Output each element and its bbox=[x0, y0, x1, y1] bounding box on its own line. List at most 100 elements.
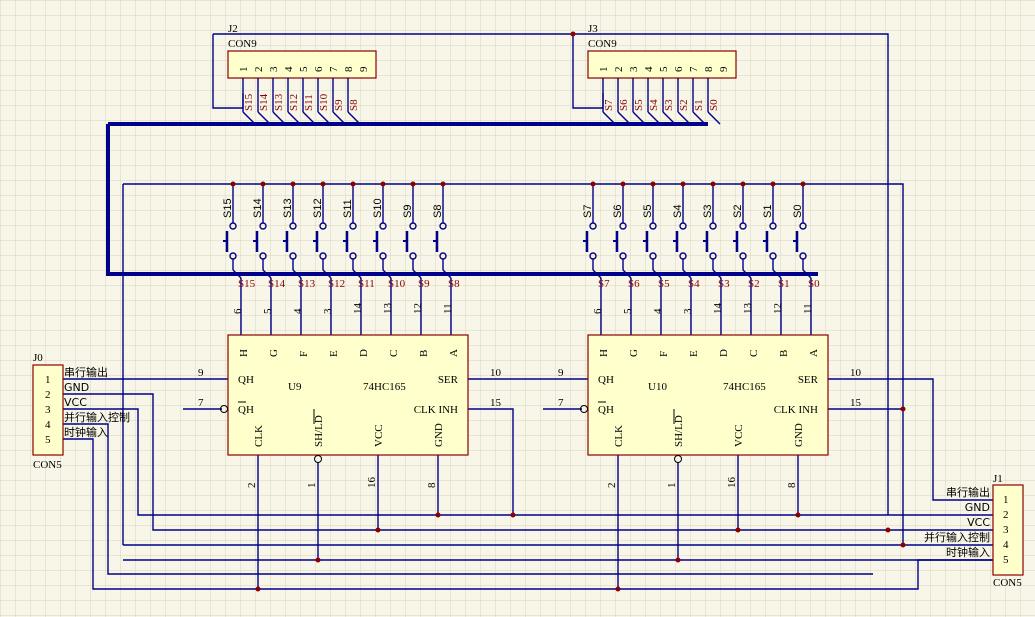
bus-entry bbox=[602, 111, 616, 125]
bus-entry bbox=[692, 111, 706, 125]
bus-entry bbox=[647, 111, 661, 125]
connector-type: CON9 bbox=[228, 38, 257, 50]
connector-pin-number: 4 bbox=[283, 66, 295, 72]
connector-pin-number: 6 bbox=[673, 66, 685, 72]
chip-pin-number: 14 bbox=[712, 303, 724, 315]
bus-entry bbox=[677, 111, 691, 125]
chip-part: 74HC165 bbox=[363, 381, 406, 393]
switch-label: S10 bbox=[372, 198, 384, 218]
chip-pin-name: C bbox=[388, 350, 400, 357]
chip-pin-ser: SER bbox=[438, 374, 459, 386]
connector-pin-number: 4 bbox=[1003, 539, 1009, 551]
connector-type: CON9 bbox=[588, 38, 617, 50]
switch-net-label: S13 bbox=[298, 278, 316, 290]
switch-label: S4 bbox=[672, 205, 684, 218]
connector-signal-label: 并行输入控制 bbox=[924, 530, 990, 544]
switch-net-label: S8 bbox=[448, 278, 460, 290]
junction-dot bbox=[590, 181, 596, 187]
connector-pin-number: 4 bbox=[45, 419, 51, 431]
chip-pin-number-bottom: 1 bbox=[666, 483, 678, 489]
switch-label: S8 bbox=[432, 205, 444, 218]
junction-dot bbox=[620, 181, 626, 187]
connector-pin-number: 3 bbox=[268, 66, 280, 72]
connector-pin-number: 3 bbox=[628, 66, 640, 72]
connector-pin-number: 4 bbox=[643, 66, 655, 72]
chip-pin-number-clk-inh: 15 bbox=[490, 397, 502, 409]
connector-pin-number: 2 bbox=[613, 67, 625, 73]
chip-pin-number: 11 bbox=[802, 303, 814, 314]
junction-dot bbox=[440, 181, 446, 187]
switch-net-label: S4 bbox=[688, 278, 700, 290]
junction-dot bbox=[290, 181, 296, 187]
switch-label: S5 bbox=[642, 205, 654, 218]
chip-pin-number-qh-bar: 7 bbox=[558, 397, 564, 409]
junction-dot bbox=[680, 181, 686, 187]
connector-signal-label: GND bbox=[965, 501, 990, 514]
connector-net-label: S1 bbox=[693, 99, 705, 111]
chip-body bbox=[227, 334, 469, 456]
connector-pin-number: 6 bbox=[313, 66, 325, 72]
chip-pin-number: 5 bbox=[622, 308, 634, 314]
connector-net-label: S5 bbox=[633, 99, 645, 111]
chip-pin-name: E bbox=[328, 350, 340, 357]
chip-pin-number: 6 bbox=[232, 308, 244, 314]
connector-pin-number: 7 bbox=[328, 66, 340, 72]
chip-pin-name: A bbox=[448, 349, 460, 357]
chip-ref: U10 bbox=[648, 381, 667, 393]
connector-ref: J2 bbox=[228, 23, 238, 35]
switch-net-label: S2 bbox=[748, 278, 760, 290]
connector-pin-number: 1 bbox=[45, 374, 51, 386]
chip-pin-number: 14 bbox=[352, 303, 364, 315]
connector-pin-number: 7 bbox=[688, 66, 700, 72]
chip-pin-number-bottom: 16 bbox=[726, 477, 738, 489]
chip-pin-name: E bbox=[688, 350, 700, 357]
switch-net-label: S1 bbox=[778, 278, 790, 290]
chip-pin-bottom: CLK bbox=[253, 425, 265, 447]
connector-body bbox=[32, 364, 64, 456]
connector-body bbox=[587, 50, 737, 79]
chip-pin-name: F bbox=[298, 351, 310, 357]
bus-entry bbox=[617, 111, 631, 125]
junction-dot bbox=[710, 181, 716, 187]
bus-entry bbox=[347, 111, 361, 125]
connector-net-label: S3 bbox=[663, 99, 675, 111]
chip-pin-name: G bbox=[628, 349, 640, 357]
connector-pin-number: 1 bbox=[598, 67, 610, 73]
connector-pin-number: 8 bbox=[703, 66, 715, 72]
connector-ref: J0 bbox=[33, 352, 43, 364]
connector-net-label: S4 bbox=[648, 99, 660, 111]
chip-pin-name: B bbox=[418, 350, 430, 357]
bus-lines bbox=[106, 122, 818, 276]
connector-signal-label: 时钟输入 bbox=[64, 425, 108, 439]
chip-pin-name: G bbox=[268, 349, 280, 357]
connector-body bbox=[227, 50, 377, 79]
switch-net-label: S3 bbox=[718, 278, 730, 290]
chip-pin-number: 3 bbox=[682, 308, 694, 314]
junction-dot bbox=[740, 181, 746, 187]
chip-pin-number: 4 bbox=[292, 308, 304, 314]
switch-net-label: S6 bbox=[628, 278, 640, 290]
chip-pin-number: 13 bbox=[382, 303, 394, 315]
switch-label: S0 bbox=[792, 205, 804, 218]
junction-dot bbox=[320, 181, 326, 187]
junction-dot bbox=[770, 181, 776, 187]
chip-pin-number-qh: 9 bbox=[558, 367, 564, 379]
bus-entry bbox=[707, 111, 721, 125]
connector-pin-number: 9 bbox=[718, 66, 730, 72]
chip-pin-number-bottom: 2 bbox=[246, 483, 258, 489]
switch-label: S11 bbox=[342, 199, 354, 218]
connector-pin-number: 9 bbox=[358, 66, 370, 72]
connector-net-label: S13 bbox=[273, 93, 285, 111]
chip-pin-name: C bbox=[748, 350, 760, 357]
chip-pin-qh-bar: QH bbox=[238, 404, 254, 416]
switch-net-label: S11 bbox=[358, 278, 375, 290]
bus-entry bbox=[287, 111, 301, 125]
connector-net-label: S7 bbox=[603, 99, 615, 111]
